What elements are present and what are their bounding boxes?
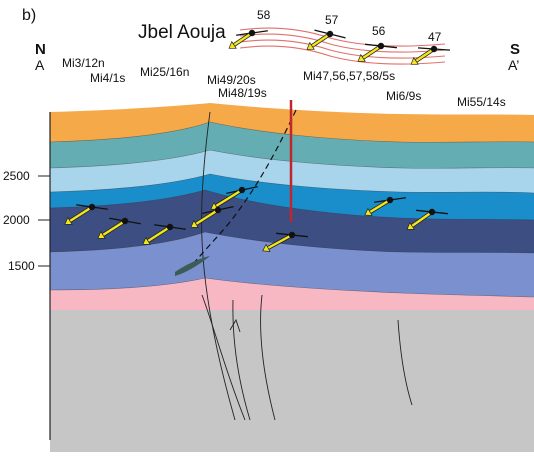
fault-trace-icon <box>201 111 236 421</box>
site-label: Mi47,56,57,58/5s <box>303 69 396 83</box>
paleomagnetic-vector-icon <box>364 196 406 216</box>
north-label: N <box>35 41 46 58</box>
paleomagnetic-vector-icon <box>64 203 108 225</box>
paleomagnetic-vector-icon <box>357 42 397 62</box>
paleomagnetic-vector-icon <box>190 206 234 228</box>
site-label: Mi49/20s <box>207 73 256 87</box>
dashed-fault <box>189 109 297 269</box>
point-a-label: A <box>35 57 45 73</box>
dip-label: 47 <box>428 30 442 44</box>
strata-group <box>50 100 534 452</box>
section-title: Jbel Aouja <box>138 22 226 43</box>
dip-label: 57 <box>325 13 339 27</box>
site-label: Mi55/14s <box>457 95 506 109</box>
fault-lens <box>175 256 210 276</box>
site-label: Mi6/9s <box>386 89 422 103</box>
inset-fold-sketch <box>239 27 446 65</box>
paleomagnetic-vector-icon <box>228 29 268 49</box>
paleomagnetic-vector-icon <box>142 223 186 245</box>
paleomagnetic-vector-icon <box>262 231 308 252</box>
site-label: Mi3/12n <box>62 56 105 70</box>
site-label: Mi4/1s <box>90 71 126 85</box>
elevation-tick-label: 2000 <box>3 213 30 227</box>
basement-grey <box>50 310 534 452</box>
paleomagnetic-vector-icon <box>306 29 346 50</box>
dip-label: 56 <box>372 24 386 38</box>
panel-label: b) <box>22 7 37 24</box>
site-label: Mi48/19s <box>218 86 267 100</box>
paleomagnetic-vectors <box>64 29 451 252</box>
south-label: S <box>510 41 521 58</box>
elevation-tick-label: 2500 <box>3 169 30 183</box>
paleomagnetic-vector-icon <box>410 45 451 65</box>
basement-faults <box>201 111 413 421</box>
axis-ticks <box>38 175 50 267</box>
paleomagnetic-vector-icon <box>97 217 141 239</box>
site-label: Mi25/16n <box>140 65 190 79</box>
point-a-prime-label: A’ <box>508 57 520 73</box>
elevation-tick-label: 1500 <box>8 259 35 273</box>
paleomagnetic-vector-icon <box>406 208 448 230</box>
dip-label: 58 <box>257 8 271 22</box>
